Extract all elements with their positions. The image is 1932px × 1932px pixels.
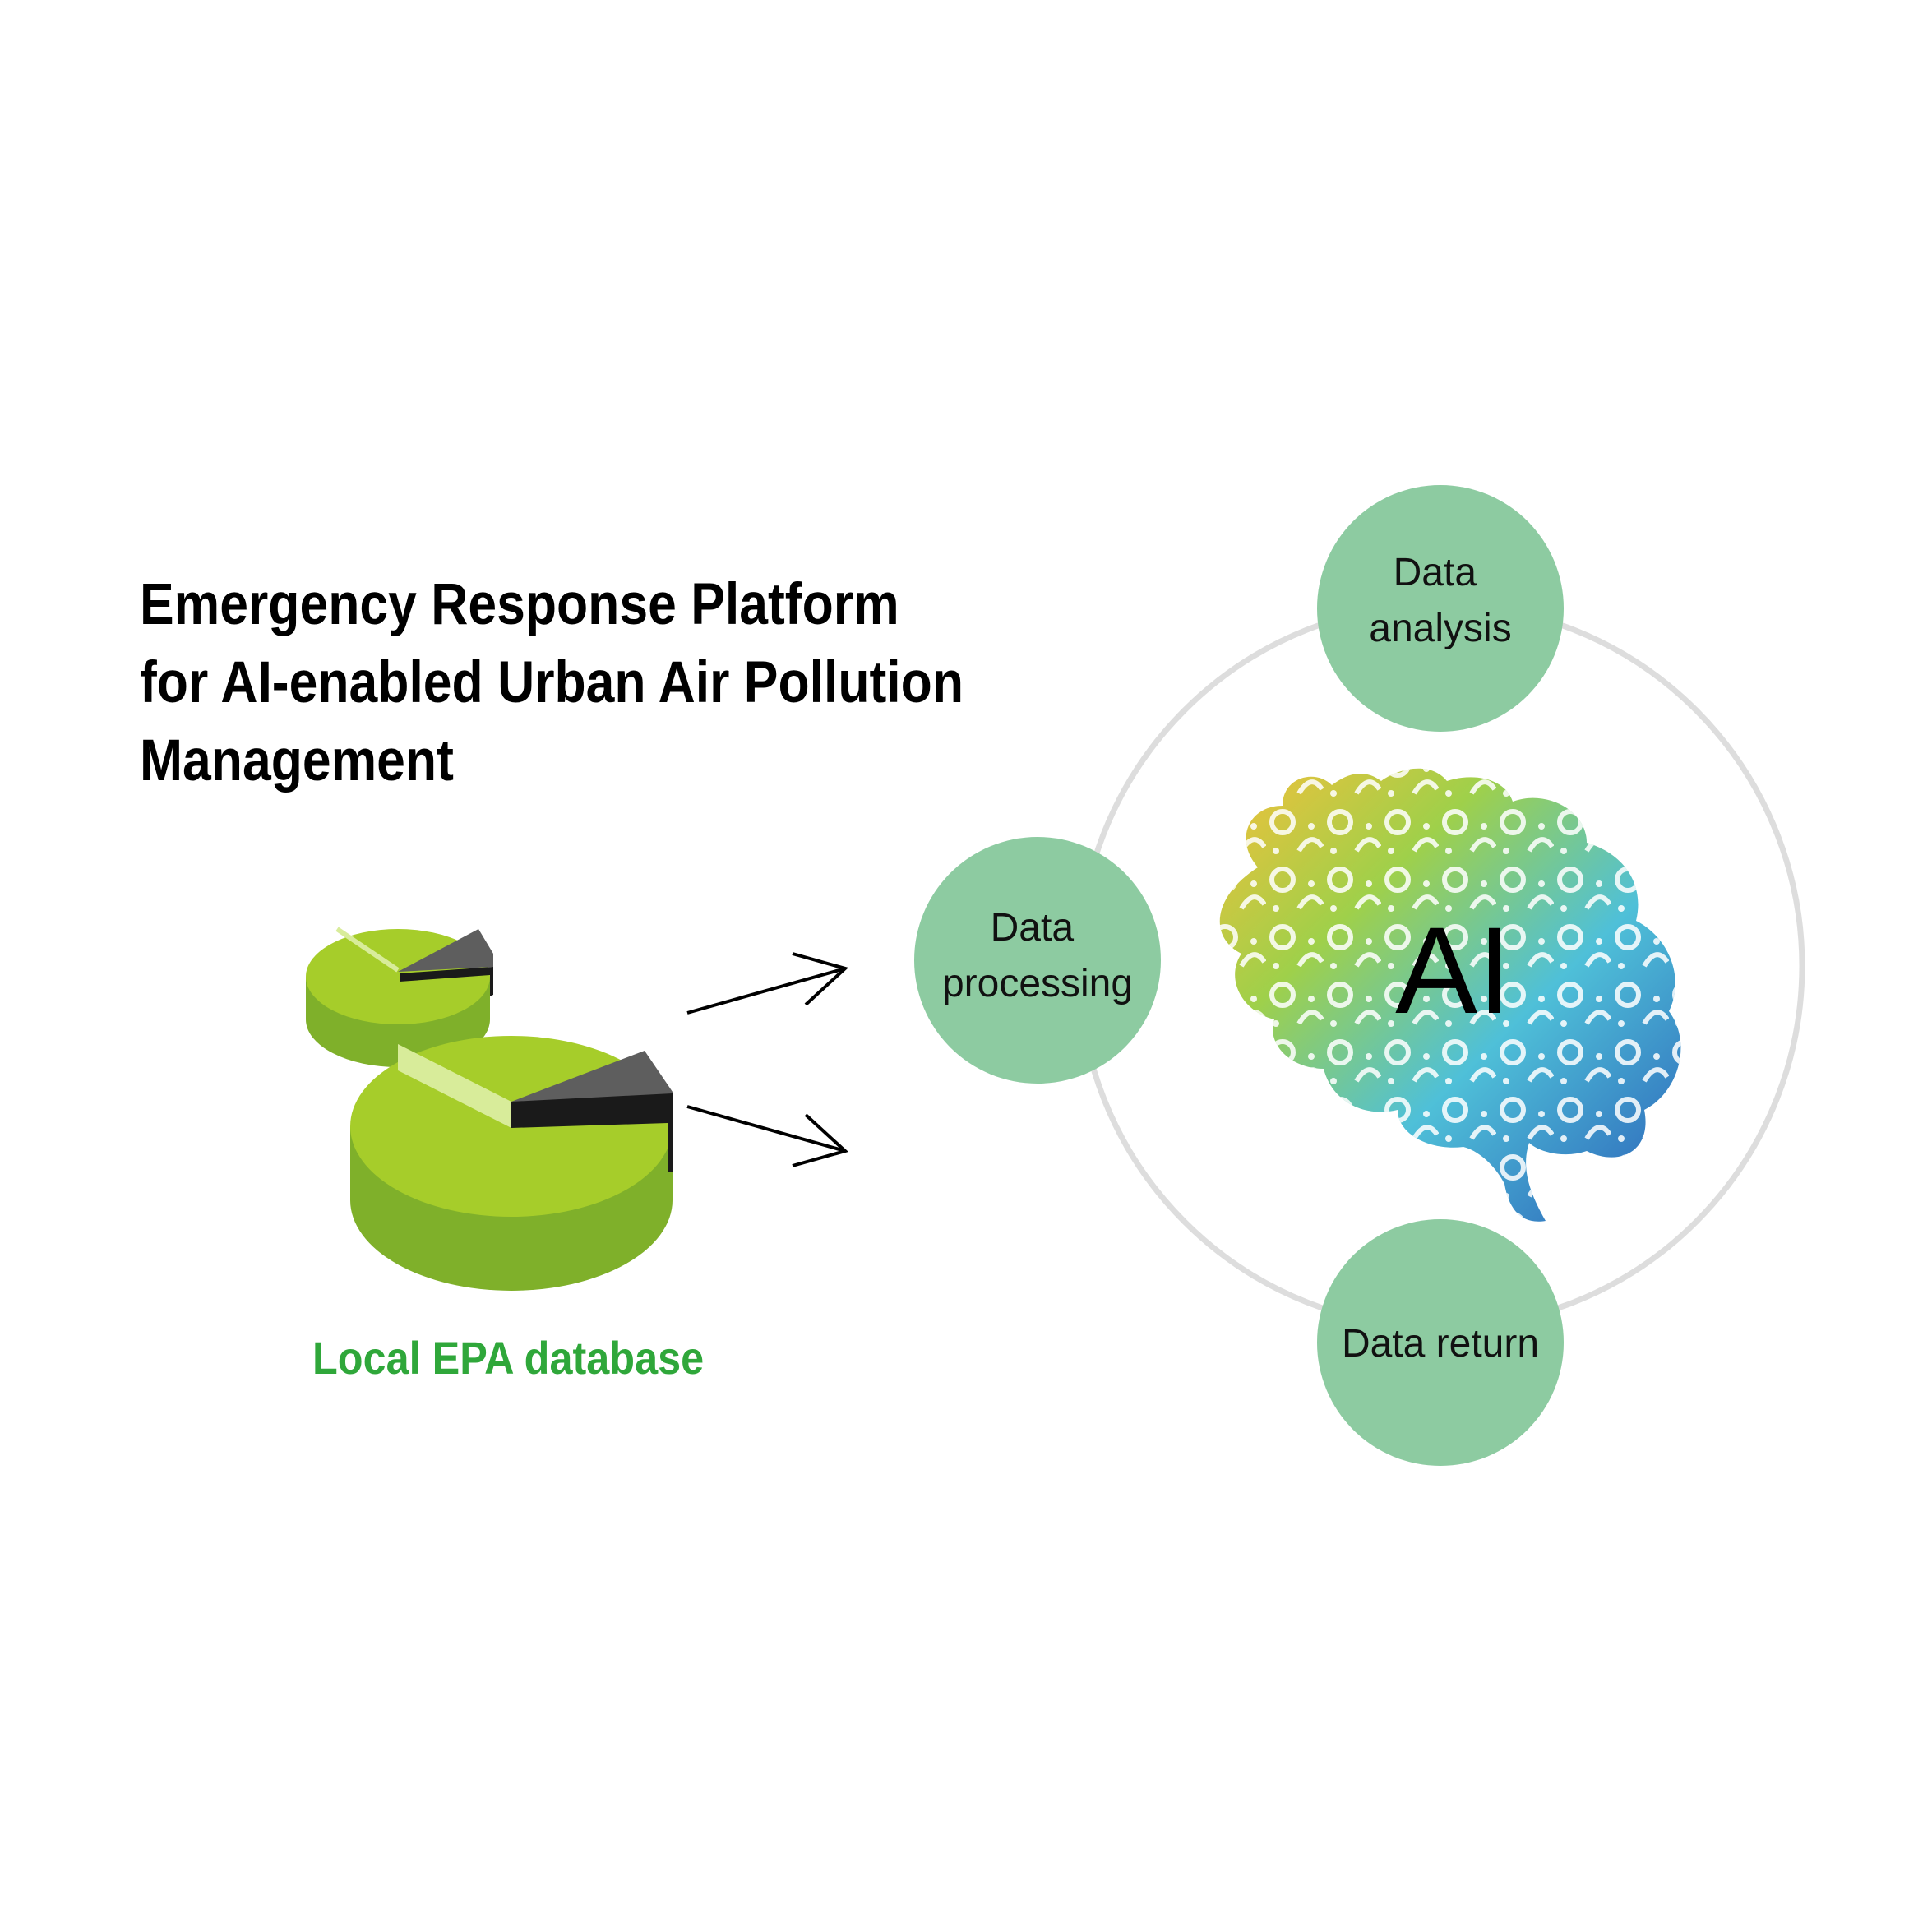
ai-label: AI: [1395, 901, 1512, 1039]
node-return-line-1: Data return: [1342, 1322, 1539, 1366]
node-data-analysis: Data analysis: [1317, 485, 1564, 732]
node-processing-line-1: Data: [991, 906, 1075, 950]
diagram-title: Emergency Response Platform for AI-enabl…: [140, 566, 964, 800]
node-analysis-line-1: Data: [1394, 551, 1477, 594]
node-data-return: Data return: [1317, 1219, 1564, 1466]
small-pie: [306, 927, 493, 1067]
node-data-processing: Data processing: [914, 837, 1161, 1084]
brain-icon: AI: [1219, 768, 1681, 1222]
title-line-1: Emergency Response Platform: [140, 572, 899, 637]
large-pie: [350, 1036, 673, 1291]
title-line-2: for AI-enabled Urban Air Pollution: [140, 650, 964, 715]
node-processing-line-2: processing: [942, 962, 1133, 1005]
arrows: [686, 952, 848, 1167]
database-icon: [306, 927, 673, 1291]
svg-text:Data processing: Data processing: [942, 906, 1133, 1005]
svg-text:Data return: Data return: [1342, 1322, 1539, 1366]
arrow-lower: [686, 1105, 848, 1167]
svg-text:Data analysis: Data analysis: [1369, 551, 1511, 650]
title-line-3: Management: [140, 728, 454, 793]
node-analysis-line-2: analysis: [1369, 607, 1511, 650]
arrow-upper: [686, 952, 848, 1015]
database-label: Local EPA database: [312, 1332, 705, 1384]
